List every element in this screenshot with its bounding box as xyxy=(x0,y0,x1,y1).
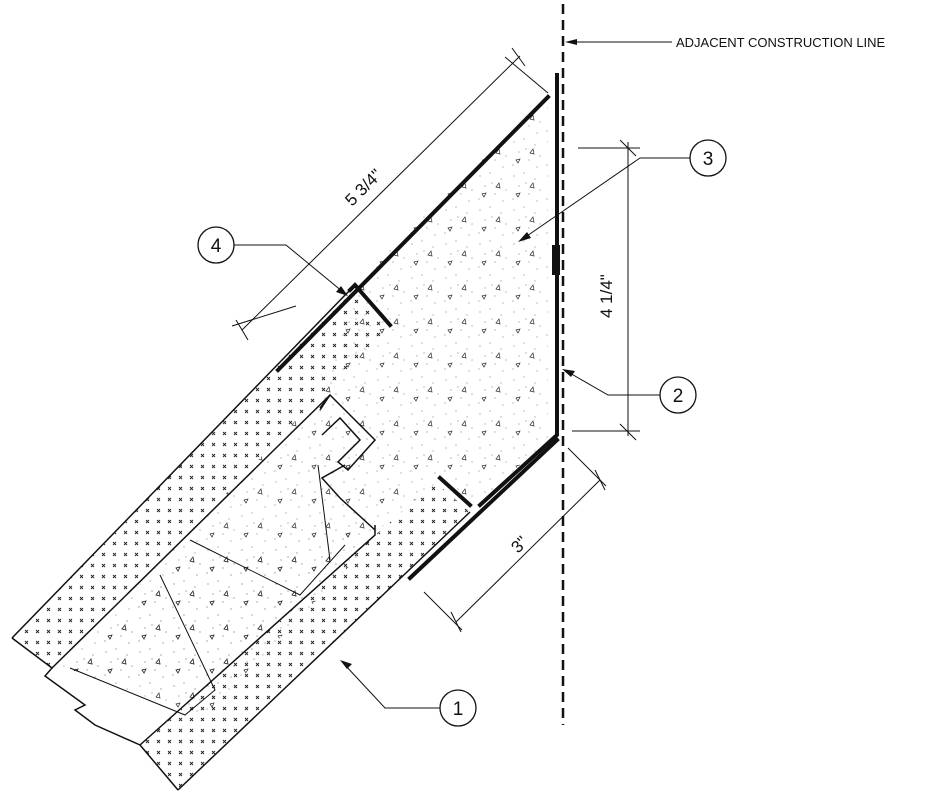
dim-right-tick-2 xyxy=(619,423,637,441)
insulation-band-upper xyxy=(12,290,390,668)
concrete-fill-lower xyxy=(70,530,370,715)
dim-bottom-label: 3" xyxy=(507,532,531,556)
callout-1-leader xyxy=(344,664,440,709)
wall-outline-upper xyxy=(11,289,351,639)
callout-1-bubble xyxy=(439,689,477,727)
insulation-band-lower xyxy=(140,482,470,790)
callout-4-bubble xyxy=(197,226,235,264)
callout-3-number: 3 xyxy=(703,149,714,170)
flashing-bottom xyxy=(407,437,560,581)
dim-bottom-ext-1 xyxy=(423,591,463,631)
interior-brace-3 xyxy=(317,464,331,561)
dim-bottom-line xyxy=(455,479,601,623)
concrete-fill xyxy=(60,97,548,700)
callout-4-leader xyxy=(234,244,344,293)
callout-4-arrow xyxy=(336,286,348,296)
dim-top-line xyxy=(241,55,521,331)
note-arrow xyxy=(565,39,577,45)
dim-bottom-tick-2 xyxy=(594,469,606,491)
dim-top-label: 5 3/4" xyxy=(341,165,385,209)
callout-4-number: 4 xyxy=(211,236,222,257)
stud-web-2 xyxy=(320,464,376,531)
interior-brace xyxy=(69,574,216,716)
dim-right-label: 4 1/4" xyxy=(597,274,616,318)
flashing-top-inner xyxy=(347,282,393,328)
callout-3-arrow xyxy=(518,232,531,242)
callout-1-number: 1 xyxy=(453,699,464,720)
adjacent-construction-note: ADJACENT CONSTRUCTION LINE xyxy=(676,35,886,50)
wall-outline-lower xyxy=(177,511,471,791)
flashing-bottom-lip xyxy=(437,475,473,508)
wall-end xyxy=(11,637,179,791)
flashing-top xyxy=(275,94,551,373)
dim-top-ext-2 xyxy=(504,56,549,94)
callout-2-arrow xyxy=(562,369,575,377)
wall-outline-lower-inner xyxy=(139,525,376,746)
dim-top-tick-2 xyxy=(511,47,526,67)
callout-3-bubble xyxy=(689,139,727,177)
callout-1-arrow xyxy=(340,660,352,669)
callout-2-leader xyxy=(567,371,660,396)
interior-brace-2 xyxy=(189,539,346,596)
callout-2-bubble xyxy=(659,376,697,414)
callout-2-number: 2 xyxy=(673,386,684,407)
dim-right-tick-1 xyxy=(619,139,637,157)
callout-3-leader xyxy=(523,157,690,239)
flashing-vertical xyxy=(477,73,559,508)
sealant-block xyxy=(552,245,560,275)
dim-top-tick-1 xyxy=(235,319,249,341)
dim-top-ext-1 xyxy=(231,305,297,327)
dim-bottom-tick-1 xyxy=(450,611,462,633)
